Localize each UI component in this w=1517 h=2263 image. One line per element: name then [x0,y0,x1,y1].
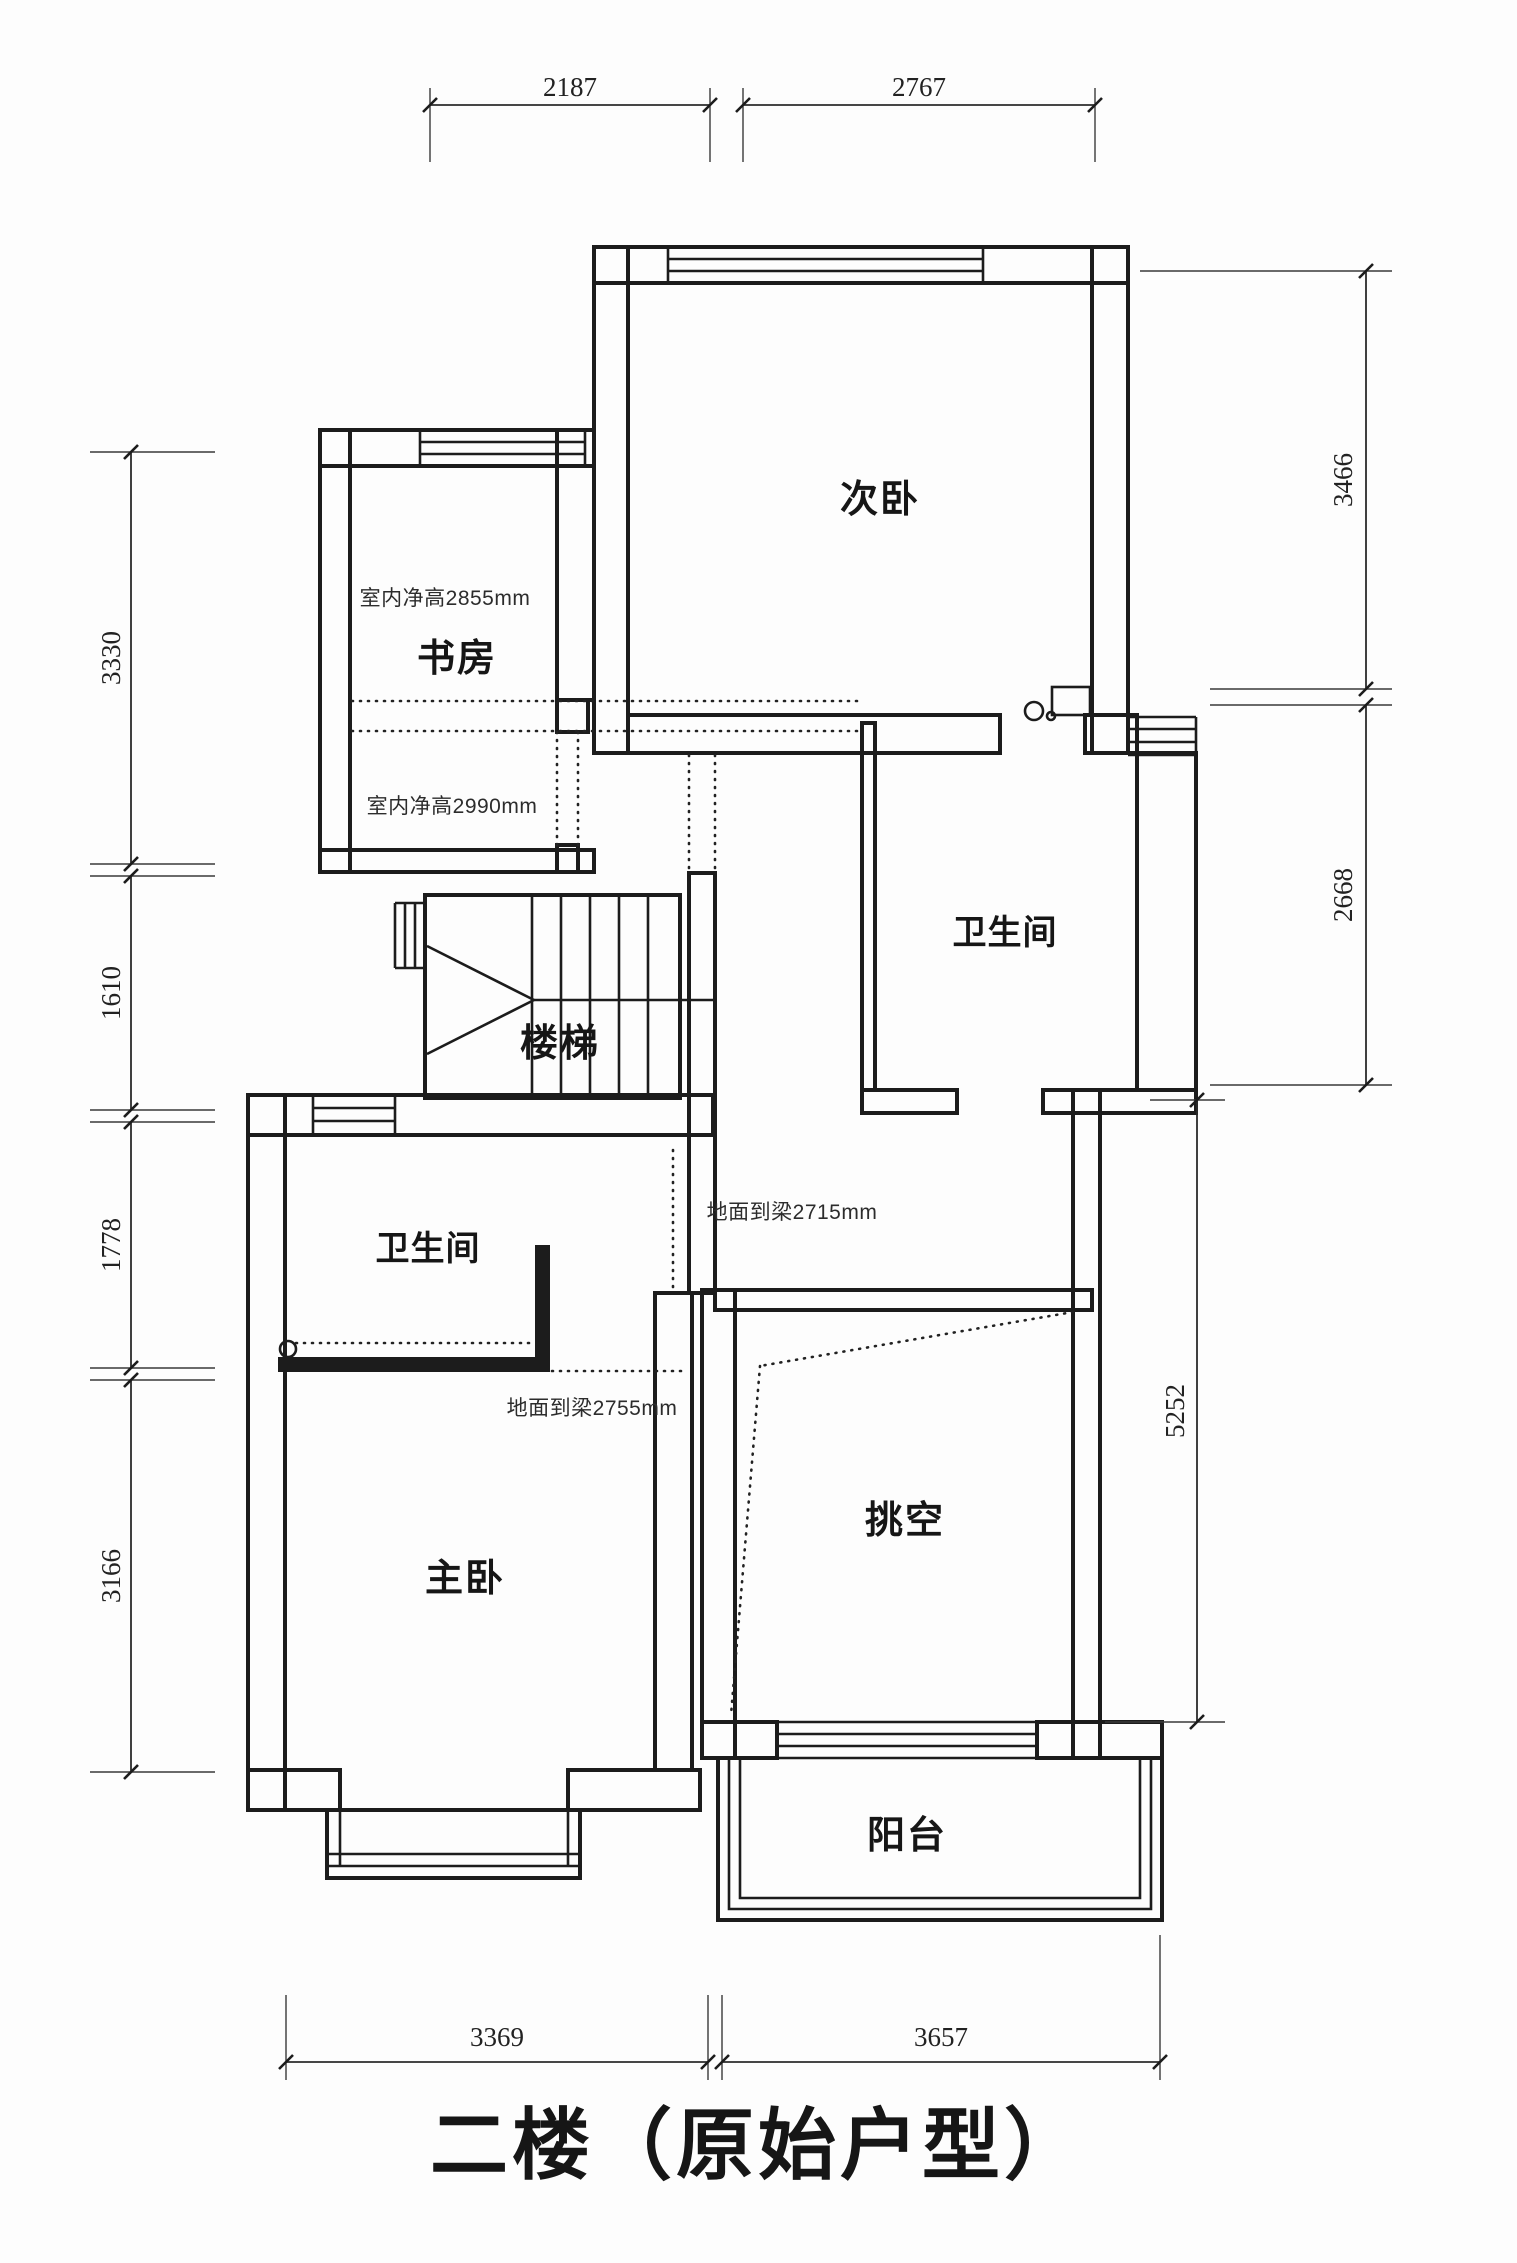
room-label-bathroom-lower: 卫生间 [376,1230,481,1268]
dim-right-1: 3466 [1328,453,1358,507]
height-annotations: 室内净高2855mm 室内净高2990mm 地面到梁2715mm 地面到梁275… [360,587,878,1420]
window-lines [311,247,1198,1880]
annotation-clear-height-2990: 室内净高2990mm [367,795,538,818]
dim-left-3: 1778 [96,1218,126,1272]
room-label-bathroom-upper: 卫生间 [953,914,1058,952]
stair-treads [426,895,715,1098]
dim-left-1: 3330 [96,631,126,685]
annotation-beam-2715: 地面到梁2715mm [707,1201,878,1224]
annotation-beam-2755: 地面到梁2755mm [507,1397,678,1420]
dim-top-left: 2187 [543,72,597,102]
dim-left-2: 1610 [96,966,126,1020]
dim-left-4: 3166 [96,1549,126,1603]
room-label-balcony: 阳台 [867,1815,947,1857]
wall-lines [246,245,1198,1812]
room-label-secondary-bedroom: 次卧 [840,479,920,521]
balcony-railing [716,1758,1164,1922]
room-label-master-bedroom: 主卧 [425,1558,505,1600]
room-label-study: 书房 [417,638,497,680]
room-label-stairs: 楼梯 [520,1023,600,1065]
room-label-void: 挑空 [865,1500,945,1542]
page-title: 二楼（原始户型） [430,2101,1086,2189]
dim-bottom-right: 3657 [914,2022,968,2052]
dimension-lines [90,88,1392,2080]
dim-right-inner: 5252 [1160,1384,1190,1438]
dim-top-right: 2767 [892,72,946,102]
dimension-labels: 2187 2767 3330 1610 1778 3166 3466 2668 … [96,72,1358,2052]
dim-right-2: 2668 [1328,868,1358,922]
dim-bottom-left: 3369 [470,2022,524,2052]
annotation-clear-height-2855: 室内净高2855mm [360,587,531,610]
beam-dotted-lines [294,699,1075,1717]
room-labels: 次卧 书房 楼梯 卫生间 卫生间 主卧 挑空 阳台 [376,479,1058,1857]
